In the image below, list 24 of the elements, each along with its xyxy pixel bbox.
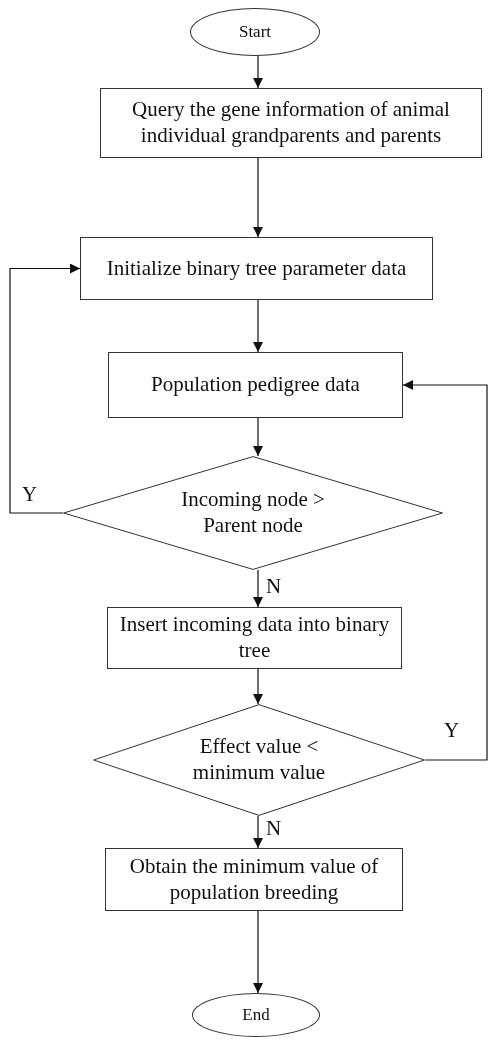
node-text: Initialize binary tree parameter data [106, 255, 407, 282]
arrow [253, 815, 263, 849]
arrow [253, 157, 263, 238]
arrow [402, 380, 488, 761]
arrow [253, 299, 263, 353]
process-box [100, 88, 482, 158]
arrow [9, 263, 81, 514]
arrow [253, 569, 263, 608]
node-text: End [242, 1004, 270, 1026]
node-text: Query the gene information of animal individual grandparents and parents [131, 97, 451, 149]
process-box [80, 237, 433, 300]
node-text: Population pedigree data [151, 372, 360, 398]
process-box [108, 352, 403, 418]
node-text: Incoming node > Parent node [180, 487, 326, 539]
arrow [253, 55, 263, 89]
arrow [253, 910, 263, 994]
arrow [253, 417, 263, 457]
node-text: Obtain the minimum value of population breeding [128, 853, 380, 906]
process-box [107, 607, 402, 669]
node-text: Insert incoming data into binary tree [118, 612, 391, 664]
node-text: Start [238, 21, 272, 43]
arrow [253, 668, 263, 705]
node-text: Effect value < minimum value [191, 734, 327, 786]
process-box [105, 848, 403, 911]
